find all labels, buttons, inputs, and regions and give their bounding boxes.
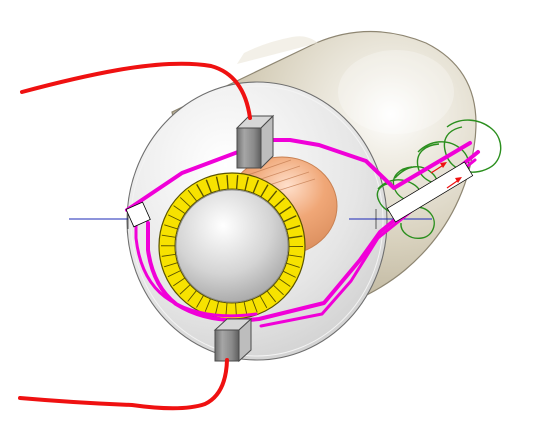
arrow-head-1: [440, 162, 447, 168]
coil-tick-lower: [226, 175, 229, 190]
coil-tick-upper: [286, 262, 300, 268]
coil-tick-upper: [288, 254, 303, 258]
coil-tick-lower: [236, 175, 239, 190]
coil-tick-lower: [187, 189, 198, 202]
coil-tick-upper: [204, 298, 211, 312]
coil-tick-lower: [206, 179, 212, 193]
left-contact: [125, 201, 151, 228]
axis-lines: [69, 209, 432, 229]
coil-tick-lower: [161, 253, 176, 257]
current-arrows: [430, 162, 462, 189]
coil-tick-lower: [164, 224, 178, 230]
coil-tick-upper: [266, 290, 277, 303]
coil-tick-lower: [167, 214, 181, 222]
red-lead-upper: [20, 61, 252, 120]
arrow-head-2: [455, 177, 462, 183]
coil-ticks: [160, 175, 304, 317]
coil-tick-lower: [216, 176, 221, 191]
upper-terminal-side: [260, 114, 274, 170]
coil-tick-upper: [243, 301, 248, 316]
coil-tick-lower: [167, 270, 181, 278]
coil-tick-lower: [161, 234, 176, 238]
coil-tick-lower: [173, 205, 186, 215]
coil-tick-lower: [179, 284, 191, 295]
terminal-post-icon: [213, 317, 253, 363]
magnetic-field-icon: [376, 119, 502, 239]
inner-core: [175, 189, 289, 303]
field-loop-3: [443, 119, 502, 173]
coil-tick-upper: [214, 301, 220, 316]
coil-tick-lower: [288, 235, 303, 239]
coil-tick-lower: [279, 206, 292, 215]
coil-tick-lower: [283, 215, 297, 223]
housing-highlight: [338, 50, 454, 134]
coil-tick-lower: [196, 295, 204, 308]
lower-terminal-body: [214, 329, 240, 362]
magenta-conductors: [125, 138, 480, 328]
magenta-wire-inner: [134, 207, 258, 318]
red-lead-lower: [18, 358, 229, 411]
coil-tick-lower: [163, 262, 178, 268]
red-leads: [18, 61, 252, 411]
coil-tick-upper: [273, 284, 284, 296]
coil-tick-lower: [179, 197, 191, 208]
coil-tick-lower: [260, 184, 269, 198]
upper-terminal-body: [236, 127, 262, 169]
magenta-wire-outer: [125, 138, 472, 212]
lower-terminal-side: [238, 317, 252, 363]
coil-tick-lower: [273, 197, 285, 209]
terminal-post-icon: [235, 114, 275, 170]
coil-tick-upper: [278, 278, 291, 287]
coil-tick-upper: [282, 270, 296, 278]
coil-tick-lower: [286, 225, 301, 231]
coil-tick-upper: [259, 295, 268, 309]
terminals: [213, 114, 275, 363]
coil-tick-lower: [196, 184, 205, 197]
housing-top-shadow: [237, 36, 318, 64]
coil-tick-upper: [251, 299, 258, 313]
coil-tick-lower: [187, 290, 197, 302]
coil-tick-lower: [252, 180, 260, 194]
right-contact: [386, 161, 474, 223]
coil-tick-lower: [244, 176, 249, 191]
coil-tick-lower: [173, 277, 186, 287]
coil-tick-lower: [267, 190, 278, 203]
coil-ring: [158, 172, 306, 320]
